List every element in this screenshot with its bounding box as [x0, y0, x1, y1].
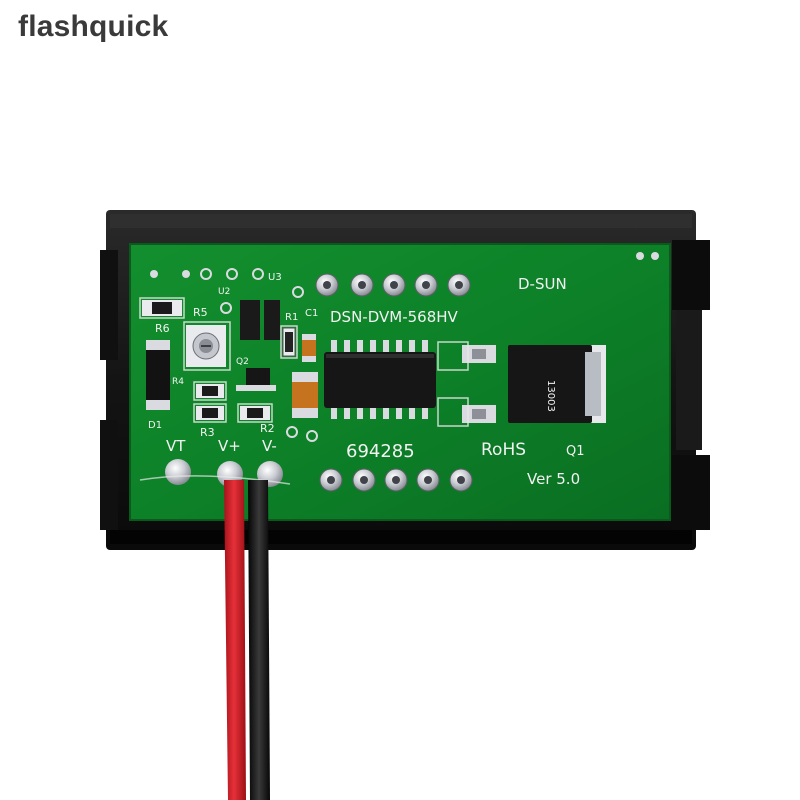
serial-label: 694285 — [346, 441, 415, 462]
trimmer-potentiometer — [186, 325, 226, 367]
q1-label: Q1 — [566, 444, 585, 459]
vminus-label: V- — [262, 437, 277, 455]
r6-label: R6 — [155, 322, 170, 335]
transistor-q1: 13003 — [462, 345, 606, 423]
bottom-header-pins — [319, 468, 473, 492]
smd-components — [142, 268, 318, 442]
wire-red — [224, 480, 246, 800]
top-header-pins — [315, 273, 471, 297]
brand-label: D-SUN — [518, 275, 567, 293]
c1-label: C1 — [305, 308, 318, 319]
svg-text:13003: 13003 — [545, 380, 556, 412]
d1-label: D1 — [148, 420, 162, 431]
main-ic-chip — [324, 340, 436, 419]
r1-label: R1 — [285, 312, 298, 323]
silkscreen-outlines — [139, 297, 469, 427]
vt-label: VT — [166, 437, 186, 455]
r4-label: R4 — [172, 377, 184, 387]
r2-label: R2 — [260, 422, 275, 435]
vplus-label: V+ — [218, 437, 241, 455]
model-label: DSN-DVM-568HV — [330, 308, 459, 326]
rohs-label: RoHS — [481, 440, 526, 460]
watermark-text: flashquick — [18, 10, 169, 43]
r5-label: R5 — [193, 306, 208, 319]
version-label: Ver 5.0 — [527, 470, 580, 488]
u3-label: U3 — [268, 272, 282, 283]
silkscreen-labels: D-SUN DSN-DVM-568HV 694285 RoHS Ver 5.0 … — [148, 272, 585, 488]
q2-label: Q2 — [236, 357, 249, 367]
r3-label: R3 — [200, 426, 215, 439]
u2-label: U2 — [218, 287, 230, 297]
wire-black — [248, 480, 270, 800]
